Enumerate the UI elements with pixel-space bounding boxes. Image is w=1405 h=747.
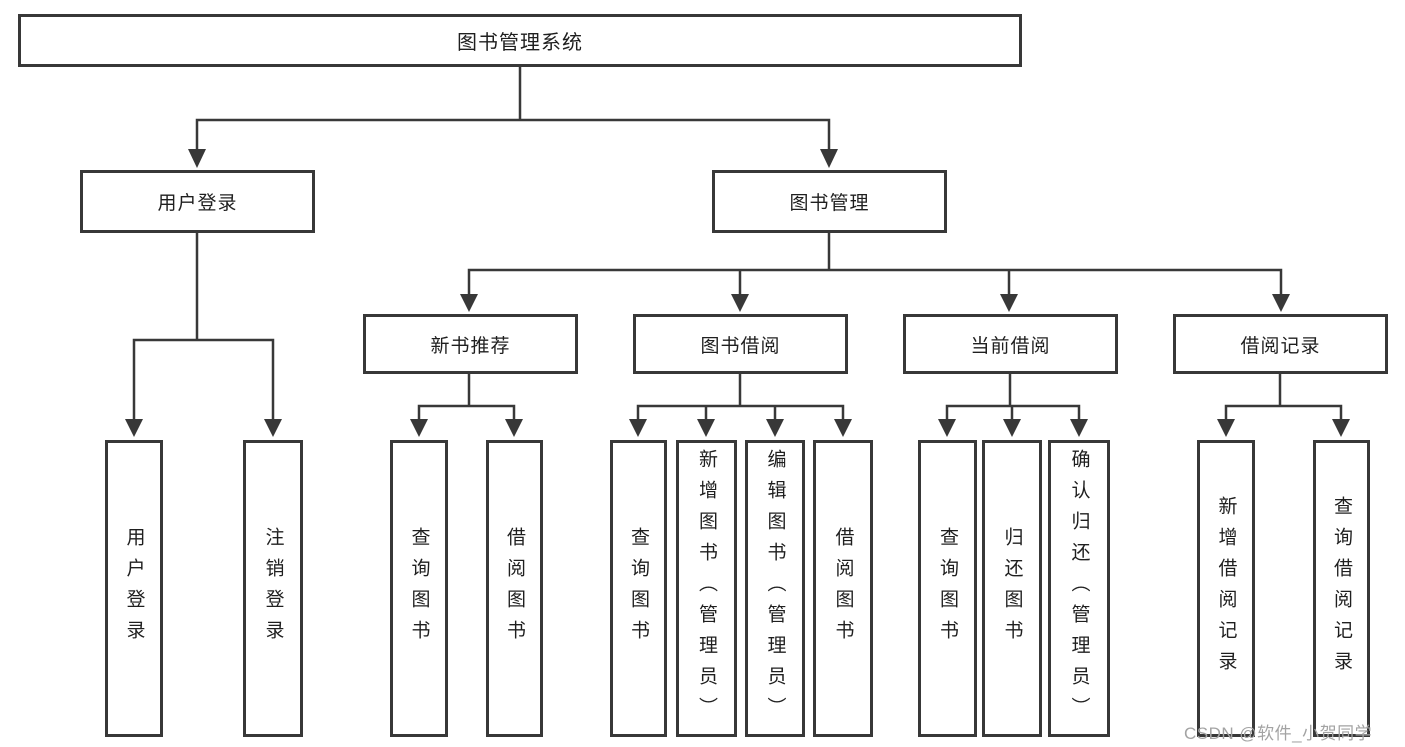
node-label: 图书借阅 [700,335,781,357]
arrow-down-icon [1272,294,1290,312]
leaf-query-book-recommend: 查询图书 [390,440,448,737]
leaf-query-book: 查询图书 [610,440,667,737]
connector-root-split [195,67,831,150]
arrow-down-icon [1070,419,1088,437]
node-book-borrow: 图书借阅 [633,314,848,374]
connector-bookmgmt-split [467,233,1283,296]
arrow-down-icon [1003,419,1021,437]
node-label: 查询借阅记录 [1331,495,1352,682]
node-label: 当前借阅 [970,335,1051,357]
arrow-down-icon [834,419,852,437]
node-label: 新增借阅记录 [1215,495,1237,682]
node-label: 图书管理 [789,193,870,214]
connector-current-split [945,374,1081,420]
arrow-down-icon [1000,294,1018,312]
connector-userlogin-split [132,233,275,420]
arrow-down-icon [125,419,143,437]
node-system-root: 图书管理系统 [18,14,1022,67]
leaf-borrow-book-recommend: 借阅图书 [486,440,543,737]
leaf-query-book-current: 查询图书 [918,440,977,737]
arrow-down-icon [820,149,838,168]
node-label: 借阅记录 [1240,335,1321,357]
node-label: 确认归还（管理员） [1068,449,1090,728]
node-label: 查询图书 [937,526,958,651]
leaf-user-login: 用户登录 [105,440,163,737]
node-borrow-record: 借阅记录 [1173,314,1388,374]
node-label: 注销登录 [262,526,284,651]
arrowheads [125,149,1350,437]
arrow-down-icon [731,294,749,312]
leaf-borrow-book: 借阅图书 [813,440,873,737]
connector-borrow-split [636,374,845,420]
leaf-return-book: 归还图书 [982,440,1042,737]
leaf-logout: 注销登录 [243,440,303,737]
node-user-login: 用户登录 [80,170,315,233]
node-label: 用户登录 [123,526,145,651]
node-book-management: 图书管理 [712,170,947,233]
arrow-down-icon [460,294,478,312]
arrow-down-icon [264,419,282,437]
leaf-confirm-return-admin: 确认归还（管理员） [1048,440,1110,737]
leaf-add-book-admin: 新增图书（管理员） [676,440,737,737]
csdn-watermark: CSDN @软件_小贺同学 [1184,724,1373,743]
arrow-down-icon [938,419,956,437]
node-label: 编辑图书（管理员） [764,449,786,728]
arrow-down-icon [1332,419,1350,437]
node-label: 新增图书（管理员） [696,449,717,728]
node-label: 查询图书 [408,526,430,651]
arrow-down-icon [188,149,206,168]
arrow-down-icon [697,419,715,437]
arrow-down-icon [766,419,784,437]
node-label: 用户登录 [157,193,238,214]
arrow-down-icon [410,419,428,437]
node-new-book-recommend: 新书推荐 [363,314,578,374]
node-label: 归还图书 [1001,526,1023,651]
arrow-down-icon [1217,419,1235,437]
connector-record-split [1224,374,1343,420]
node-label: 借阅图书 [504,526,525,651]
node-label: 图书管理系统 [457,32,583,54]
node-label: 查询图书 [628,526,649,651]
arrow-down-icon [629,419,647,437]
connector-newbook-split [417,374,516,420]
leaf-add-borrow-record: 新增借阅记录 [1197,440,1255,737]
node-current-borrow: 当前借阅 [903,314,1118,374]
node-label: 新书推荐 [430,335,511,357]
arrow-down-icon [505,419,523,437]
leaf-edit-book-admin: 编辑图书（管理员） [745,440,805,737]
leaf-query-borrow-record: 查询借阅记录 [1313,440,1370,737]
node-label: 借阅图书 [832,526,854,651]
